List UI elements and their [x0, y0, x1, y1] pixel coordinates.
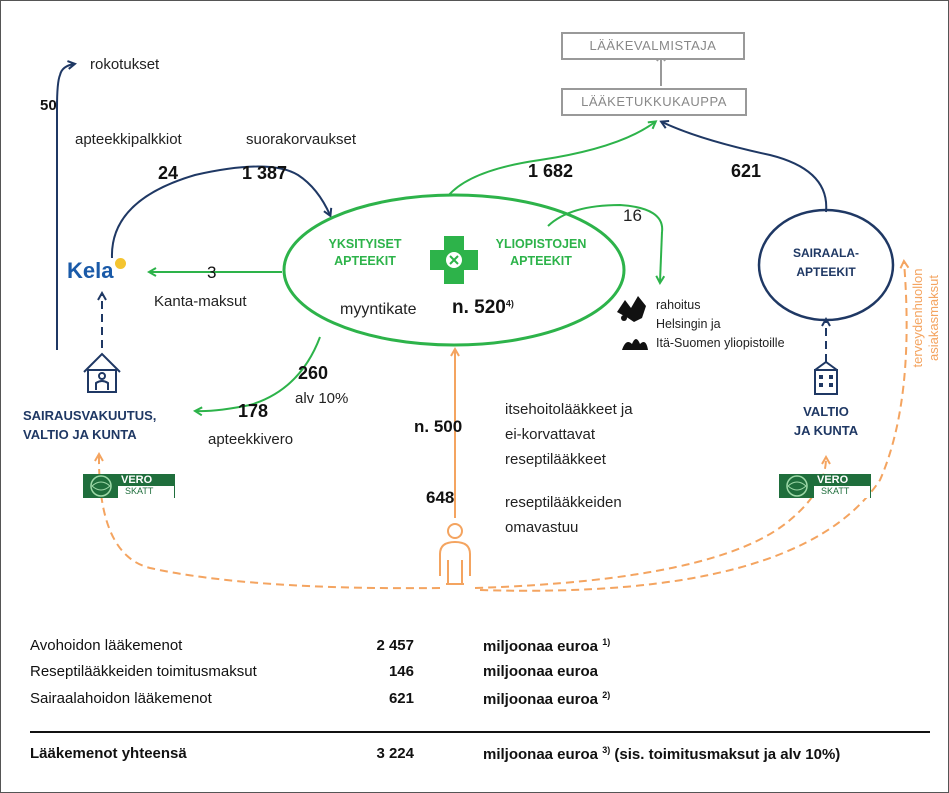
state-label: VALTIO JA KUNTA [790, 402, 862, 440]
vero-logo-left [83, 474, 175, 498]
total-tail: (sis. toimitusmaksut ja alv 10%) [610, 746, 841, 763]
copay-label: reseptilääkkeiden omavastuu [505, 490, 622, 540]
kela-label: Kela [67, 258, 114, 283]
patient-icon [439, 523, 471, 585]
value-648: 648 [426, 488, 455, 507]
row-1-unit: miljoonaa euroa 1) [483, 637, 610, 655]
health-fees-line-2: asiakasmaksut [926, 275, 941, 361]
row-2-value: 146 [388, 663, 414, 680]
vaccinations-label: rokotukset [90, 56, 160, 73]
vero-logo-right [779, 474, 871, 498]
selfcare-line-3: reseptilääkkeet [505, 451, 606, 468]
hospital-pharmacies-node [757, 208, 895, 322]
health-fees-line-1: terveydenhuollon [910, 268, 925, 368]
arrow-private-to-insurance [196, 336, 321, 411]
row-1-value: 2 457 [376, 637, 414, 654]
building-icon [814, 360, 838, 395]
value-260: 260 [298, 363, 329, 383]
state-line-2: JA KUNTA [793, 423, 859, 438]
vero-left-bottom: SKATT [125, 486, 154, 496]
value-621-flow: 621 [731, 161, 762, 181]
arrow-patient-to-insurance [99, 455, 441, 590]
row-3-unit: miljoonaa euroa 2) [483, 690, 610, 708]
note-4: 4) [505, 298, 514, 309]
total-note: 3) [602, 745, 611, 755]
wholesale-box: LÄÄKETUKKUKAUPPA [561, 88, 747, 116]
private-line-2: APTEEKIT [334, 254, 396, 268]
selfcare-label: itsehoitolääkkeet ja ei-korvattavat rese… [505, 397, 633, 472]
total-unit: miljoonaa euroa 3) (sis. toimitusmaksut … [483, 745, 840, 763]
funding-label: rahoitus Helsingin ja Itä-Suomen yliopis… [656, 296, 785, 353]
funding-line-1: rahoitus [656, 298, 701, 312]
insurance-label: SAIRAUSVAKUUTUS, VALTIO JA KUNTA [23, 406, 156, 444]
row-1-label: Avohoidon lääkemenot [30, 637, 183, 654]
copay-line-2: omavastuu [505, 519, 579, 536]
vat-label: alv 10% [295, 390, 349, 407]
private-line-1: YKSITYISET [328, 237, 402, 251]
value-3: 3 [207, 263, 217, 282]
kela-logo: Kela [67, 258, 127, 284]
value-178: 178 [238, 401, 269, 421]
insurance-line-2: VALTIO JA KUNTA [23, 427, 137, 442]
value-500: n. 500 [414, 417, 463, 436]
value-1387: 1 387 [242, 163, 288, 183]
row-3-label: Sairaalahoidon lääkemenot [30, 690, 212, 707]
value-50: 50 [40, 97, 57, 114]
selfcare-line-1: itsehoitolääkkeet ja [505, 401, 633, 418]
state-line-1: VALTIO [803, 404, 849, 419]
row-2-label: Reseptilääkkeiden toimitusmaksut [30, 663, 257, 680]
private-pharmacies-label: YKSITYISET APTEEKIT [320, 236, 410, 270]
university-pharmacies-label: YLIOPISTOJEN APTEEKIT [487, 236, 595, 270]
total-label: Lääkemenot yhteensä [30, 745, 187, 762]
selfcare-line-2: ei-korvattavat [505, 426, 596, 443]
row-2-unit: miljoonaa euroa [483, 663, 599, 680]
hospital-line-2: APTEEKIT [796, 265, 856, 279]
vero-left-top: VERO [121, 474, 153, 486]
row-3-value: 621 [388, 690, 414, 707]
funding-line-2: Helsingin ja [656, 317, 721, 331]
arrow-kela-to-private [110, 165, 330, 259]
value-1682: 1 682 [528, 161, 574, 181]
value-520: n. 5204) [452, 297, 514, 319]
direct-comp-label: suorakorvaukset [246, 131, 357, 148]
hospital-pharmacies-label: SAIRAALA- APTEEKIT [778, 244, 874, 282]
kanta-label: Kanta-maksut [154, 293, 247, 310]
health-fees-label: terveydenhuollon asiakasmaksut [910, 218, 942, 418]
vero-right-bottom: SKATT [821, 486, 850, 496]
arrow-hospital-to-wholesale [662, 122, 828, 213]
total-unit-text: miljoonaa euroa [483, 746, 599, 763]
margin-label: myyntikate [340, 301, 417, 318]
copay-line-1: reseptilääkkeiden [505, 494, 622, 511]
row-3-unit-text: miljoonaa euroa [483, 691, 599, 708]
value-24: 24 [158, 163, 179, 183]
east-finland-university-logo [622, 339, 648, 350]
private-pharmacies-node [282, 193, 626, 347]
kela-r-icon [115, 258, 127, 269]
pharmacy-cross-icon [430, 236, 478, 284]
arrow-university-to-funding [547, 203, 664, 233]
manufacturer-box: LÄÄKEVALMISTAJA [561, 32, 745, 60]
vero-right-top: VERO [817, 474, 849, 486]
hospital-line-1: SAIRAALA- [793, 246, 859, 260]
university-line-2: APTEEKIT [510, 254, 572, 268]
university-line-1: YLIOPISTOJEN [495, 237, 587, 251]
pharmacy-tax-label: apteekkivero [208, 431, 294, 448]
row-3-note: 2) [602, 690, 611, 700]
house-icon [83, 352, 121, 393]
insurance-line-1: SAIRAUSVAKUUTUS, [23, 408, 157, 423]
funding-line-3: Itä-Suomen yliopistoille [656, 336, 785, 350]
value-520-number: n. 520 [452, 297, 506, 318]
arrow-patient-to-hospital [479, 262, 907, 592]
helsinki-university-logo [617, 296, 646, 322]
value-16: 16 [623, 206, 642, 225]
total-value: 3 224 [376, 745, 414, 762]
pharmacy-fees-label: apteekkipalkkiot [75, 131, 182, 148]
arrow-vaccinations [56, 64, 74, 350]
row-1-note: 1) [602, 637, 611, 647]
arrow-private-to-wholesale [447, 122, 655, 197]
row-1-unit-text: miljoonaa euroa [483, 638, 599, 655]
